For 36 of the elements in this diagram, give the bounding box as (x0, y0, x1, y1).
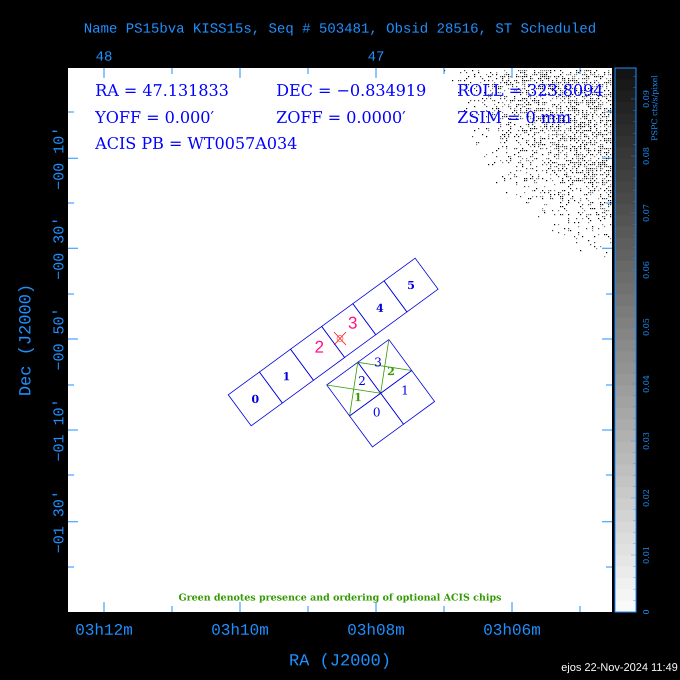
tick-label: 03h08m (348, 623, 404, 635)
pointing-info: ZOFF = 0.0000′ (276, 110, 406, 124)
tick-label: −01 10′ (52, 402, 64, 461)
tick-label: 47 (368, 51, 384, 61)
pointing-info: RA = 47.131833 (96, 84, 228, 96)
tick-label: 0.09 (642, 90, 650, 108)
footnote: Green denotes presence and ordering of optional ACIS chips (178, 593, 502, 603)
tick-label: 03h06m (484, 623, 540, 635)
tick-label: −01 30′ (52, 494, 64, 552)
tick-label: 0.01 (642, 547, 650, 564)
title: Name PS15bva KISS15s, Seq # 503481, Obsid 28516, ST Scheduled (84, 22, 595, 36)
tick-label: −00 10′ (52, 130, 64, 189)
axis-title: RA (J2000) (290, 653, 388, 669)
pointing-info: DEC = −0.834919 (277, 84, 426, 96)
chip-order-number: 1 (356, 392, 361, 402)
tick-label: 0.04 (642, 376, 650, 392)
tick-label: 48 (96, 51, 112, 61)
pointing-info: YOFF = 0.000′ (95, 110, 214, 124)
pointing-info: ACIS PB = WT0057A034 (95, 136, 297, 150)
tick-label: 0.05 (642, 318, 650, 336)
tick-label: 0.02 (642, 490, 650, 506)
tick-label: 0.03 (642, 432, 650, 450)
tick-label: 0 (642, 610, 650, 614)
ccd-chip: 0 (228, 371, 283, 426)
axis-title: Dec (J2000) (18, 286, 34, 395)
tick-label: 03h12m (76, 623, 132, 635)
tick-label: −00 30′ (52, 220, 64, 279)
tick-label: 0.06 (642, 262, 650, 278)
tick-label: 03h10m (212, 623, 268, 635)
colorbar-title: PSPC cts/s/pixel (651, 75, 659, 140)
tick-label: −00 50′ (52, 311, 64, 370)
pointing-info: ZSIM = 0 mm (458, 110, 571, 124)
pointing-info: ROLL = 323.8094 (458, 84, 603, 96)
tick-label: 0.07 (642, 204, 650, 222)
tick-label: 0.08 (642, 148, 650, 164)
timestamp: ejos 22-Nov-2024 11:49 (562, 662, 678, 674)
